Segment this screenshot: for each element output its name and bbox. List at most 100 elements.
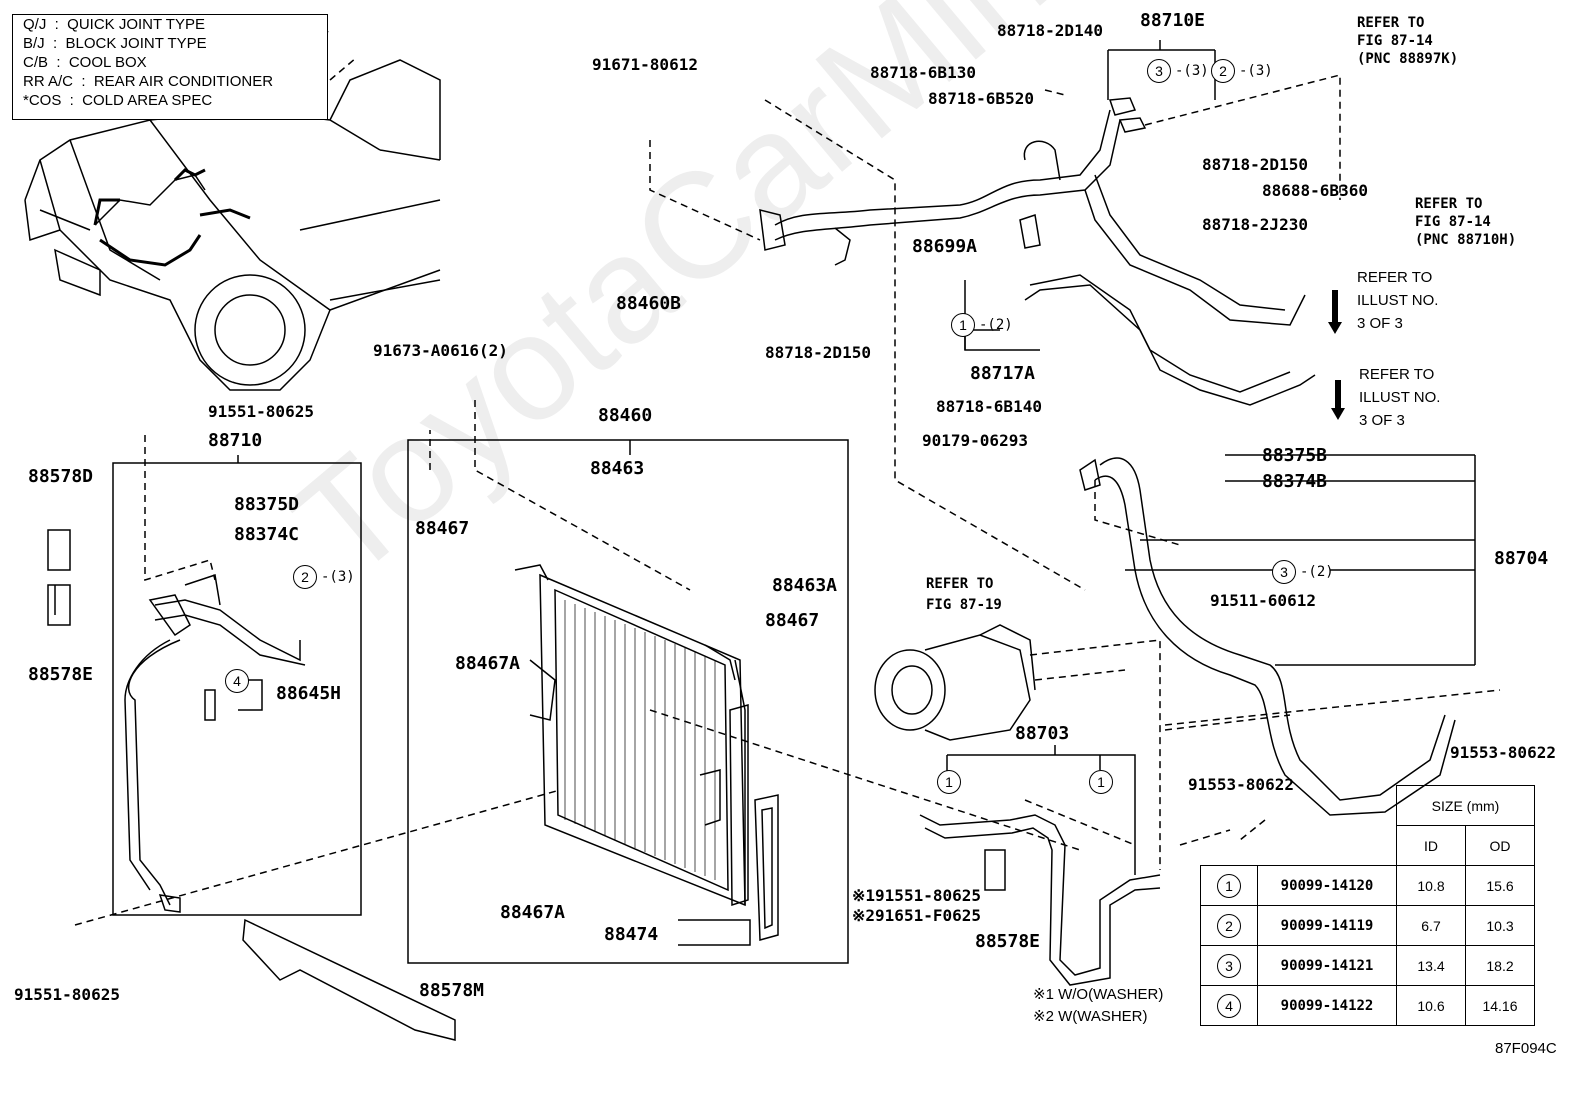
part-label[interactable]: 91551-80625 bbox=[14, 985, 120, 1004]
gasket-callout-circle: 1 bbox=[951, 313, 975, 337]
gasket-callout-circle: 3 bbox=[1272, 560, 1296, 584]
part-label[interactable]: 88467A bbox=[500, 902, 566, 923]
legend-line: C/B : COOL BOX bbox=[23, 54, 147, 71]
part-label[interactable]: 88718-2J230 bbox=[1202, 215, 1308, 234]
part-label[interactable]: 88699A bbox=[912, 236, 978, 257]
part-label[interactable]: 88717A bbox=[970, 363, 1036, 384]
part-label[interactable]: 90179-06293 bbox=[922, 431, 1028, 450]
part-label[interactable]: 88718-6B130 bbox=[870, 63, 976, 82]
id-cell: 10.8 bbox=[1396, 865, 1466, 906]
legend-line: Q/J : QUICK JOINT TYPE bbox=[23, 16, 205, 33]
part-number-cell[interactable]: 90099-14120 bbox=[1257, 865, 1397, 906]
part-label[interactable]: 88718-6B140 bbox=[936, 397, 1042, 416]
refer-line: REFER TO bbox=[1357, 15, 1425, 31]
part-label[interactable]: 88578D bbox=[28, 466, 94, 487]
part-label[interactable]: 88688-6B360 bbox=[1262, 181, 1368, 200]
gasket-callout-circle: 2 bbox=[1211, 59, 1235, 83]
bracket-88578M bbox=[242, 918, 456, 1041]
refer-to-note[interactable]: REFER TO FIG 87-14 (PNC 88710H) bbox=[1415, 195, 1516, 249]
part-number-cell[interactable]: 90099-14122 bbox=[1257, 985, 1397, 1026]
legend-line: B/J : BLOCK JOINT TYPE bbox=[23, 35, 207, 52]
part-label[interactable]: 88710 bbox=[208, 430, 263, 451]
id-cell: 10.6 bbox=[1396, 985, 1466, 1026]
part-label[interactable]: 88460 bbox=[598, 405, 653, 426]
part-label[interactable]: 88718-2D140 bbox=[997, 21, 1103, 40]
gasket-qty: -(2) bbox=[1300, 564, 1334, 580]
part-label[interactable]: 88374C bbox=[234, 524, 300, 545]
refer-to-note[interactable]: REFER TO FIG 87-19 bbox=[926, 574, 1002, 616]
part-label[interactable]: 91553-80622 bbox=[1450, 743, 1556, 762]
refer-line: FIG 87-14 bbox=[1415, 214, 1491, 230]
gasket-qty: -(3) bbox=[1239, 63, 1273, 79]
table-row: 3 90099-14121 13.4 18.2 bbox=[1200, 945, 1535, 986]
od-cell: 10.3 bbox=[1465, 905, 1535, 946]
row-number-circle: 3 bbox=[1217, 953, 1241, 978]
row-number-circle: 1 bbox=[1217, 873, 1241, 898]
part-label[interactable]: 91511-60612 bbox=[1210, 591, 1316, 610]
part-label[interactable]: 88463A bbox=[772, 575, 838, 596]
illustration-code: 87F094C bbox=[1495, 1040, 1557, 1057]
refer-line: ILLUST NO. bbox=[1357, 292, 1439, 309]
refer-line: REFER TO bbox=[926, 576, 994, 592]
refer-line: (PNC 88710H) bbox=[1415, 232, 1517, 248]
liquid-pipe bbox=[124, 574, 306, 913]
part-label[interactable]: 88578E bbox=[975, 931, 1041, 952]
part-label[interactable]: 91553-80622 bbox=[1188, 775, 1294, 794]
compressor bbox=[874, 624, 1036, 741]
part-label[interactable]: 88578E bbox=[28, 664, 94, 685]
part-label[interactable]: 88578M bbox=[419, 980, 485, 1001]
refer-line: REFER TO bbox=[1357, 269, 1433, 286]
refer-to-note[interactable]: REFER TO FIG 87-14 (PNC 88897K) bbox=[1357, 14, 1458, 68]
gasket-callout-circle: 3 bbox=[1147, 59, 1171, 83]
pad-88578E bbox=[47, 584, 71, 626]
pad-88578E-b bbox=[984, 849, 1006, 891]
refer-to-note[interactable]: REFER TO ILLUST NO. 3 OF 3 bbox=[1357, 266, 1438, 335]
part-label[interactable]: ※191551-80625 bbox=[852, 886, 981, 905]
part-label[interactable]: 88467 bbox=[415, 518, 470, 539]
top-dashed-leaders bbox=[649, 74, 1341, 591]
part-label[interactable]: 88467 bbox=[765, 610, 820, 631]
abbreviation-legend: Q/J : QUICK JOINT TYPE B/J : BLOCK JOINT… bbox=[12, 14, 328, 120]
washer-note: ※1 W/O(WASHER) bbox=[1033, 986, 1164, 1003]
table-header-row: SIZE (mm) bbox=[1201, 785, 1535, 826]
part-label[interactable]: 88375D bbox=[234, 494, 300, 515]
part-label[interactable]: 91673-A0616(2) bbox=[373, 341, 508, 360]
part-label[interactable]: ※291651-F0625 bbox=[852, 906, 981, 925]
part-label[interactable]: 88710E bbox=[1140, 10, 1206, 31]
part-label[interactable]: 88460B bbox=[616, 293, 682, 314]
row-number-circle: 2 bbox=[1217, 913, 1241, 938]
part-label[interactable]: 88374B bbox=[1262, 471, 1328, 492]
part-number-cell[interactable]: 90099-14121 bbox=[1257, 945, 1397, 986]
refer-line: 3 OF 3 bbox=[1357, 315, 1403, 332]
id-header: ID bbox=[1396, 825, 1466, 866]
part-label[interactable]: 88463 bbox=[590, 458, 645, 479]
table-row: 1 90099-14120 10.8 15.6 bbox=[1200, 865, 1535, 906]
refer-line: ILLUST NO. bbox=[1359, 389, 1441, 406]
part-label[interactable]: 88718-2D150 bbox=[765, 343, 871, 362]
part-label[interactable]: 88467A bbox=[455, 653, 521, 674]
part-label[interactable]: 88474 bbox=[604, 924, 659, 945]
pipe-assembly-88710E bbox=[759, 97, 1316, 406]
refer-line: REFER TO bbox=[1359, 366, 1435, 383]
gasket-qty: -(3) bbox=[321, 569, 355, 585]
part-label[interactable]: 91671-80612 bbox=[592, 55, 698, 74]
vehicle-sketch bbox=[24, 29, 441, 391]
pipe-88704 bbox=[1079, 457, 1456, 816]
pipe-88703 bbox=[919, 814, 1161, 986]
gasket-callout-circle: 1 bbox=[937, 770, 961, 794]
condenser-fins bbox=[564, 600, 716, 880]
liquid-pipe-group-box bbox=[112, 462, 362, 916]
part-label[interactable]: 91551-80625 bbox=[208, 402, 314, 421]
part-label[interactable]: 88645H bbox=[276, 683, 342, 704]
refer-to-note[interactable]: REFER TO ILLUST NO. 3 OF 3 bbox=[1359, 363, 1440, 432]
gasket-callout-circle: 2 bbox=[293, 565, 317, 589]
part-label[interactable]: 88703 bbox=[1015, 723, 1070, 744]
part-number-cell[interactable]: 90099-14119 bbox=[1257, 905, 1397, 946]
table-header-row: ID OD bbox=[1201, 825, 1535, 866]
part-label[interactable]: 88375B bbox=[1262, 445, 1328, 466]
part-label[interactable]: 88718-2D150 bbox=[1202, 155, 1308, 174]
condenser-group-box bbox=[407, 439, 849, 964]
part-label[interactable]: 88704 bbox=[1494, 548, 1549, 569]
part-label[interactable]: 88718-6B520 bbox=[928, 89, 1034, 108]
